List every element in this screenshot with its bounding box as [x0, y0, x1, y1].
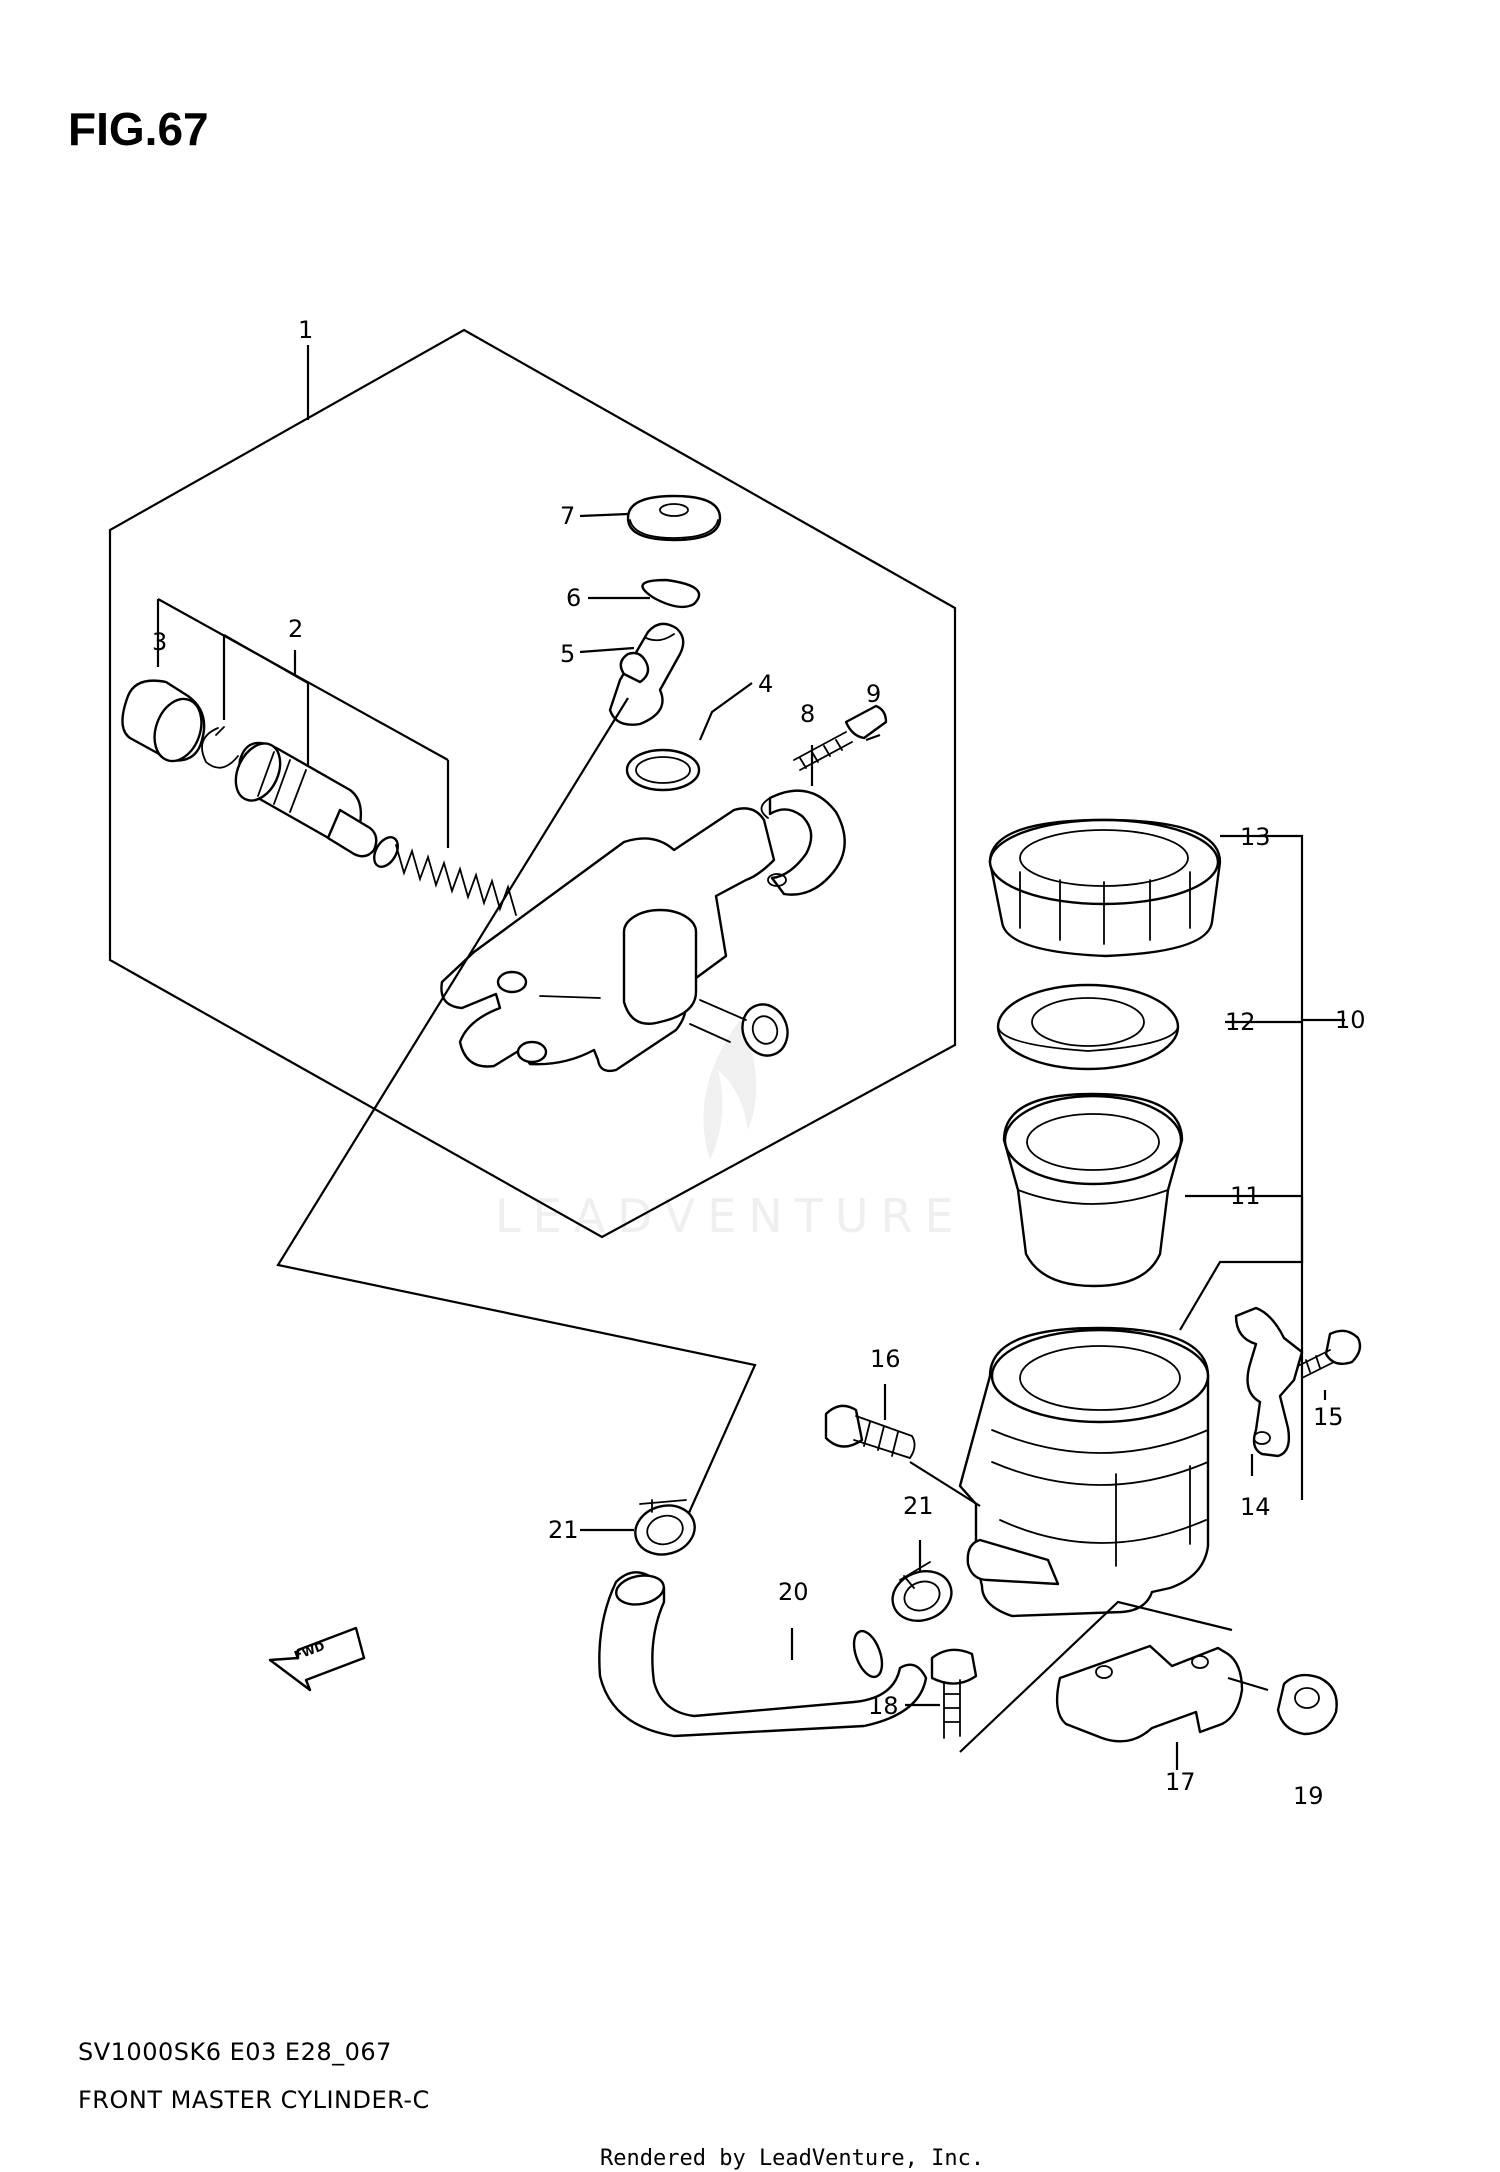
callout-11: 11	[1230, 1182, 1261, 1210]
callout-7: 7	[560, 502, 575, 530]
callout-2: 2	[288, 615, 303, 643]
callout-17: 17	[1165, 1768, 1196, 1796]
hose-part-20	[598, 1571, 928, 1738]
forward-direction-arrow: FWD	[268, 1626, 366, 1692]
callout-20: 20	[778, 1578, 809, 1606]
callout-18: 18	[868, 1692, 899, 1720]
o-ring-part-4	[625, 748, 701, 792]
boot-part-3	[121, 679, 206, 763]
spring	[373, 836, 517, 916]
bolt-part-9	[793, 704, 888, 771]
kit-boundary	[108, 328, 957, 1239]
leader-lines	[306, 345, 1345, 1770]
callout-10: 10	[1335, 1006, 1366, 1034]
hose-clip-left-part-21	[634, 1499, 696, 1556]
callout-4: 4	[758, 670, 773, 698]
callout-21-left: 21	[548, 1516, 579, 1544]
callout-13: 13	[1240, 823, 1271, 851]
master-cylinder-body	[440, 807, 789, 1073]
hose-routing-line	[276, 697, 757, 1516]
callout-14: 14	[1240, 1493, 1271, 1521]
circlip	[201, 727, 239, 769]
callout-16: 16	[870, 1345, 901, 1373]
callout-9: 9	[866, 680, 881, 708]
callout-21-right: 21	[903, 1492, 934, 1520]
reservoir-cap-part-13	[988, 818, 1222, 958]
leadventure-watermark: LEADVENTURE	[495, 1020, 966, 1243]
callout-8: 8	[800, 700, 815, 728]
callout-12: 12	[1225, 1008, 1256, 1036]
callout-19: 19	[1293, 1782, 1324, 1810]
mount-bracket-part-17	[1055, 1644, 1244, 1743]
callout-1: 1	[298, 316, 313, 344]
reservoir-cap-part-7	[626, 494, 722, 542]
piston-kit-bracket	[156, 598, 450, 848]
rendered-by-credit: Rendered by LeadVenture, Inc.	[600, 2146, 984, 2171]
nut-part-19	[1276, 1673, 1338, 1736]
callout-5: 5	[560, 640, 575, 668]
callout-3: 3	[152, 628, 167, 656]
piston-part-2	[234, 741, 378, 858]
diagram-code: SV1000SK6 E03 E28_067	[78, 2038, 392, 2066]
bolt-part-16	[824, 1404, 916, 1460]
callout-6: 6	[566, 584, 581, 612]
clamp-part-8	[760, 789, 846, 896]
circlip-part-6	[641, 578, 701, 609]
screw-part-15	[1297, 1329, 1362, 1379]
bolt-part-18	[930, 1648, 978, 1739]
diaphragm-plate-part-12	[996, 983, 1180, 1071]
svg-text:LEADVENTURE: LEADVENTURE	[495, 1189, 966, 1243]
bracket-part-14	[1234, 1306, 1304, 1458]
diagram-name: FRONT MASTER CYLINDER-C	[78, 2086, 430, 2114]
figure-title: FIG.67	[68, 103, 209, 155]
diaphragm-part-11	[1002, 1092, 1184, 1288]
reservoir-body	[958, 1326, 1210, 1618]
callout-15: 15	[1313, 1403, 1344, 1431]
hose-clip-right-part-21	[891, 1561, 953, 1622]
